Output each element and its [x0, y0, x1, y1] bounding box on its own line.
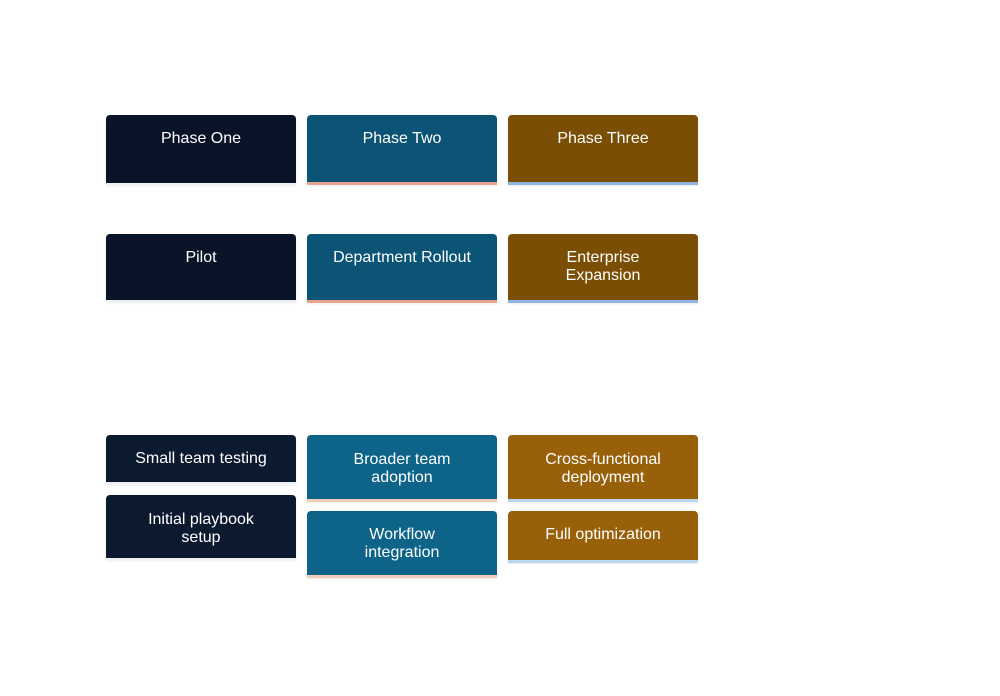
phase-one-header-label: Phase One: [160, 130, 242, 147]
phase-two-header-label: Phase Two: [362, 130, 442, 147]
phase-two-activity-label: Broader team adoption: [353, 451, 451, 486]
phase-two-name: Department Rollout: [333, 249, 471, 266]
phase-one-activity: Initial playbook setup: [106, 495, 296, 560]
phase-one-header: Phase One: [106, 115, 296, 185]
phase-one-activity-label: Initial playbook setup: [148, 511, 254, 546]
phase-three-header: Phase Three: [508, 115, 698, 185]
phase-three-activity: Full optimization: [508, 511, 698, 563]
phase-two-name-box: Department Rollout: [307, 234, 497, 303]
phase-three-name-box: Enterprise Expansion: [508, 234, 698, 303]
phase-two-activity: Workflow integration: [307, 511, 497, 578]
phase-three-activity-label: Cross-functional deployment: [545, 451, 661, 486]
phase-three-header-label: Phase Three: [557, 130, 649, 147]
phase-one-activity: Small team testing: [106, 435, 296, 484]
phase-one-name: Pilot: [185, 249, 217, 266]
phase-two-header: Phase Two: [307, 115, 497, 185]
phase-one-name-box: Pilot: [106, 234, 296, 302]
phase-two-activity-label: Workflow integration: [364, 526, 440, 561]
phase-three-activity: Cross-functional deployment: [508, 435, 698, 502]
phase-one-activity-label: Small team testing: [135, 450, 267, 467]
phase-three-activity-label: Full optimization: [545, 526, 661, 543]
phase-two-activity: Broader team adoption: [307, 435, 497, 502]
phase-three-name: Enterprise Expansion: [565, 249, 641, 284]
